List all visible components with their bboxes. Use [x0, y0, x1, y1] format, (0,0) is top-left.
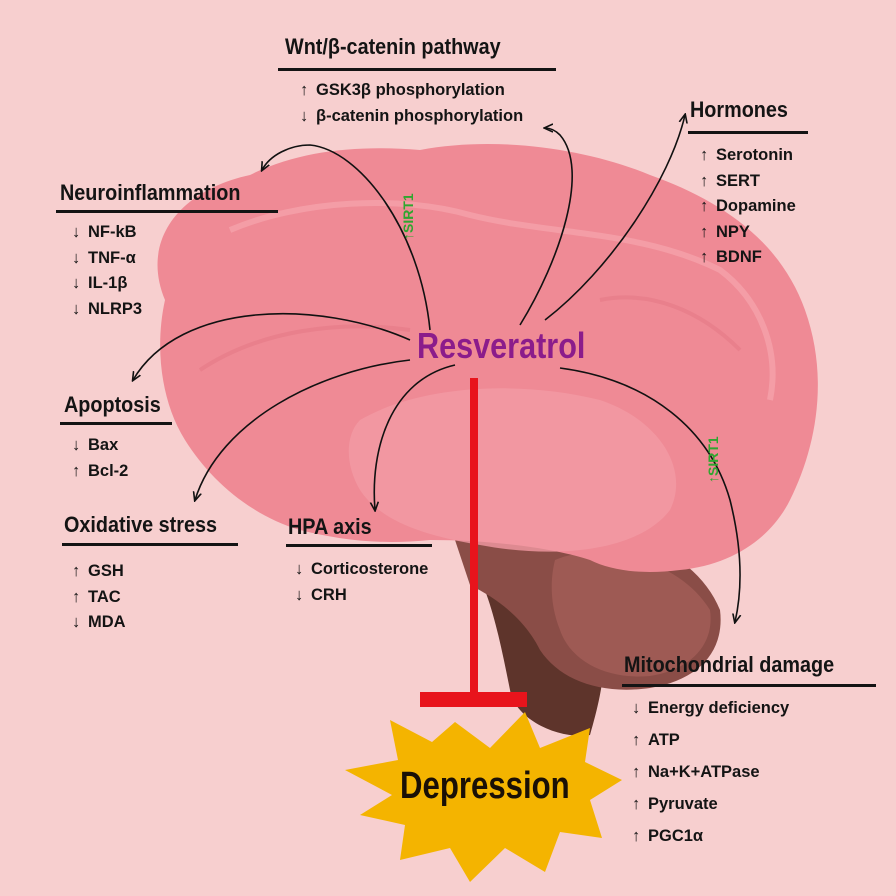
list-item: ↑NPY: [700, 222, 750, 241]
list-item: ↓Bax: [72, 436, 119, 454]
apoptosis-title: Apoptosis: [64, 392, 161, 417]
list-item: ↑BDNF: [700, 248, 762, 266]
neuroinflammation-title: Neuroinflammation: [60, 180, 241, 205]
list-item: ↓IL-1β: [72, 274, 128, 292]
neuroinflammation-list: ↓NF-kB ↓TNF-α ↓IL-1β ↓NLRP3: [72, 220, 142, 322]
depression-burst: [345, 712, 622, 882]
arrow-to-apoptosis: [133, 312, 411, 380]
list-item: ↑ATP: [632, 731, 680, 749]
hpa-underline: [286, 544, 432, 547]
mitochondrial-list: ↓Energy deficiency ↑ATP ↑Na+K+ATPase ↑Py…: [632, 692, 789, 852]
hormones-list: ↑Serotonin ↑SERT ↑Dopamine ↑NPY ↑BDNF: [700, 143, 796, 271]
mitochondrial-title: Mitochondrial damage: [624, 652, 835, 677]
list-item: ↑Bcl-2: [72, 461, 129, 480]
list-item: ↓NLRP3: [72, 299, 143, 318]
list-item: ↓Energy deficiency: [632, 699, 790, 717]
arrow-to-hormones: [544, 115, 685, 321]
list-item: ↑Na+K+ATPase: [632, 763, 760, 781]
arrow-to-neuroinflammation: [262, 144, 431, 331]
wnt-list: ↑GSK3β phosphorylation ↓β-catenin phosph…: [300, 78, 523, 129]
oxidative-list: ↑GSH ↑TAC ↓MDA: [72, 559, 126, 636]
list-item: ↓β-catenin phosphorylation: [300, 106, 524, 125]
hpa-title: HPA axis: [288, 514, 372, 539]
arrow-to-mitochondrial: [559, 367, 740, 622]
outcome-label: Depression: [400, 765, 570, 807]
list-item: ↑Dopamine: [700, 197, 796, 215]
inhibition-bar: [420, 378, 527, 707]
sirt-label-upper: ↑SIRT1: [400, 193, 416, 240]
pathway-arrows: [133, 115, 740, 622]
list-item: ↓NF-kB: [72, 223, 137, 241]
arrow-to-wnt: [519, 128, 573, 326]
hormones-title: Hormones: [690, 97, 788, 122]
apoptosis-list: ↓Bax ↑Bcl-2: [72, 433, 128, 484]
list-item: ↑SERT: [700, 171, 761, 190]
list-item: ↓Corticosterone: [295, 560, 429, 578]
hormones-underline: [688, 131, 808, 134]
list-item: ↓TNF-α: [72, 248, 136, 267]
sirt-label-lower: ↑SIRT1: [705, 436, 721, 483]
oxidative-title: Oxidative stress: [64, 512, 217, 537]
arrow-to-hpa: [374, 364, 456, 510]
neuroinflammation-underline: [56, 210, 278, 213]
wnt-underline: [278, 68, 556, 71]
oxidative-underline: [62, 543, 238, 546]
list-item: ↑Serotonin: [700, 146, 793, 164]
list-item: ↓MDA: [72, 613, 126, 631]
list-item: ↑GSH: [72, 562, 124, 580]
wnt-title: Wnt/β-catenin pathway: [285, 34, 501, 59]
arrow-to-oxidative: [195, 359, 411, 500]
hpa-list: ↓Corticosterone ↓CRH: [295, 557, 428, 608]
list-item: ↑PGC1α: [632, 827, 704, 845]
mitochondrial-underline: [622, 684, 876, 687]
list-item: ↓CRH: [295, 585, 347, 604]
center-compound-label: Resveratrol: [417, 325, 586, 366]
list-item: ↑TAC: [72, 587, 121, 606]
list-item: ↑GSK3β phosphorylation: [300, 81, 505, 99]
list-item: ↑Pyruvate: [632, 795, 718, 813]
apoptosis-underline: [60, 422, 172, 425]
